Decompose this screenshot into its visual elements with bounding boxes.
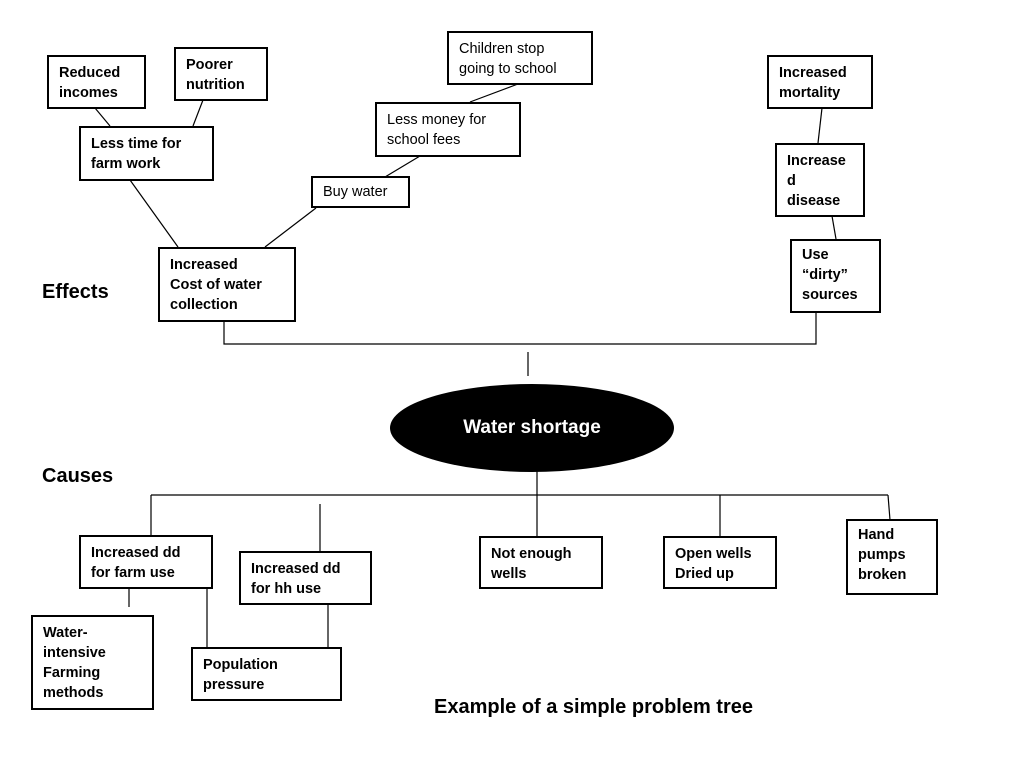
effect-less-time-farm-work: Less time for farm work — [79, 126, 214, 181]
core-problem-ellipse: Water shortage — [390, 384, 674, 472]
connector-poorer-nutrition — [192, 99, 204, 127]
effect-increased-cost-water-collection: Increased Cost of water collection — [158, 247, 296, 322]
connector-increased-disease — [831, 215, 837, 240]
cause-open-wells-dried-up: Open wells Dried up — [663, 536, 777, 589]
effect-buy-water: Buy water — [311, 176, 410, 208]
cause-increased-dd-farm-use: Increased dd for farm use — [79, 535, 213, 589]
effect-poorer-nutrition: Poorer nutrition — [174, 47, 268, 101]
effect-increased-mortality: Increased mortality — [767, 55, 873, 109]
connector-less-money — [384, 155, 421, 178]
effect-less-money-school-fees: Less money for school fees — [375, 102, 521, 157]
effect-increased-disease: Increase d disease — [775, 143, 865, 217]
cause-increased-dd-hh-use: Increased dd for hh use — [239, 551, 372, 605]
cause-not-enough-wells: Not enough wells — [479, 536, 603, 589]
core-problem-label: Water shortage — [463, 417, 601, 438]
connector-increased-mortality — [817, 107, 823, 144]
connector-reduced-incomes — [94, 107, 111, 127]
connector-hand-pumps — [887, 494, 891, 521]
cause-population-pressure: Population pressure — [191, 647, 342, 701]
diagram-caption: Example of a simple problem tree — [434, 696, 753, 718]
effect-reduced-incomes: Reduced incomes — [47, 55, 146, 109]
connector-children-school — [469, 83, 519, 103]
effects-section-label: Effects — [42, 281, 109, 303]
connector-less-time — [129, 179, 179, 248]
effects-bracket — [223, 312, 817, 345]
connector-buy-water — [264, 207, 317, 248]
cause-water-intensive-farming: Water- intensive Farming methods — [31, 615, 154, 710]
effect-children-stop-school: Children stop going to school — [447, 31, 593, 85]
effect-use-dirty-sources: Use “dirty” sources — [790, 239, 881, 313]
causes-section-label: Causes — [42, 465, 114, 487]
cause-hand-pumps-broken: Hand pumps broken — [846, 519, 938, 595]
